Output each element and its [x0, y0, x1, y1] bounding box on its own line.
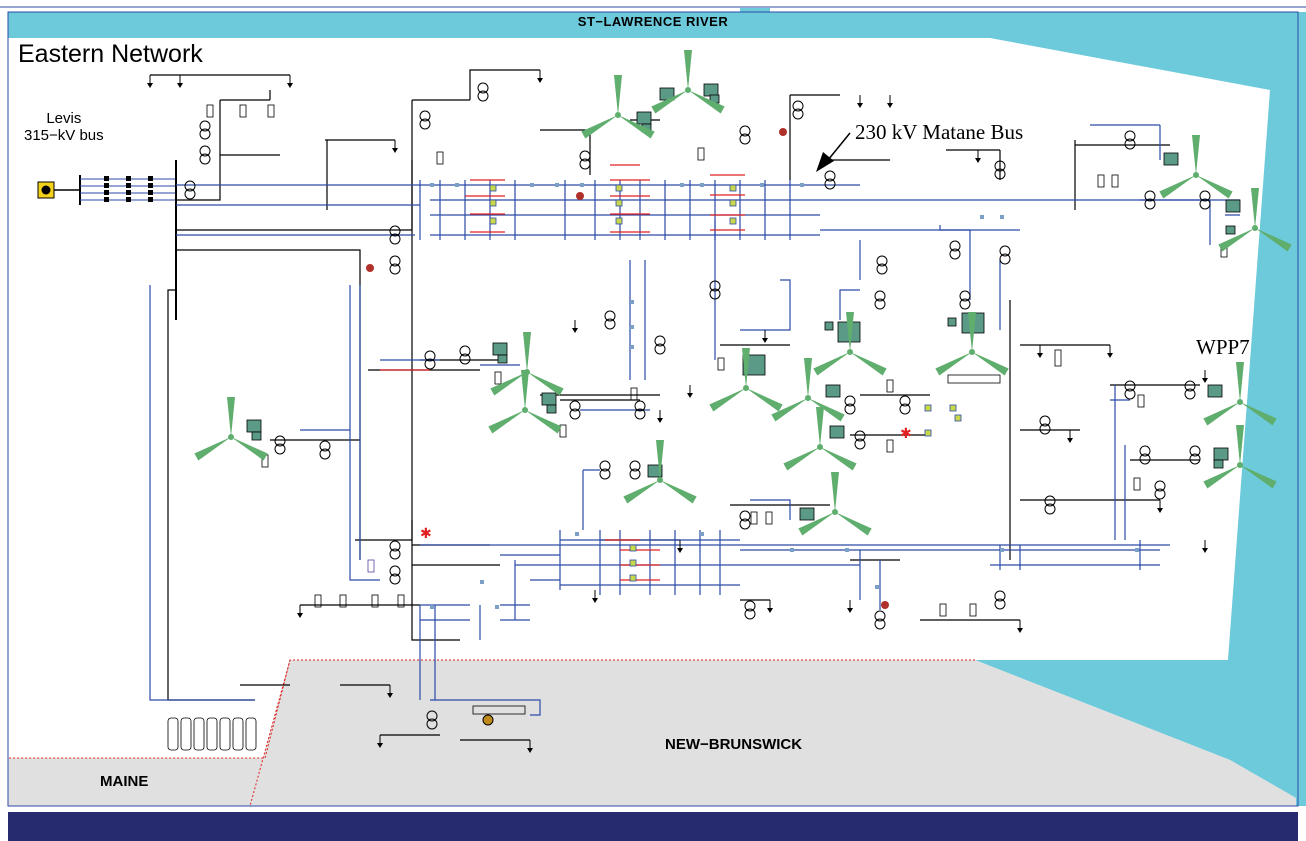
- border-line: [8, 659, 975, 807]
- storage-bank: [167, 717, 257, 751]
- river-label: ST−LAWRENCE RIVER: [577, 14, 729, 29]
- maine-area: [8, 758, 265, 806]
- breakers: [430, 183, 1139, 609]
- new-brunswick-area: [250, 660, 1296, 806]
- levis-breakers: [104, 176, 153, 202]
- fault-markers: ✱ ✱: [366, 128, 912, 726]
- levis-bus-label: Levis 315−kV bus: [24, 110, 104, 144]
- maine-label: MAINE: [100, 773, 149, 790]
- bus-nodes: [489, 184, 962, 582]
- st-lawrence-river: [8, 8, 1306, 806]
- new-brunswick-label: NEW−BRUNSWICK: [665, 736, 803, 753]
- capacitor-banks: [206, 104, 1228, 715]
- svg-text:✱: ✱: [900, 425, 912, 441]
- svg-text:✱: ✱: [420, 525, 432, 541]
- matane-bus-label: 230 kV Matane Bus: [855, 120, 1024, 144]
- levis-name: Levis: [46, 110, 82, 127]
- footer-bar: [8, 812, 1298, 841]
- red-lines: [380, 164, 745, 581]
- arrow-icon: [816, 132, 851, 172]
- wpp7-label: WPP7: [1196, 335, 1250, 359]
- source-icon: [37, 181, 55, 199]
- network-title: Eastern Network: [18, 40, 203, 68]
- generator-icon: [246, 83, 1241, 521]
- levis-voltage: 315−kV bus: [24, 127, 104, 144]
